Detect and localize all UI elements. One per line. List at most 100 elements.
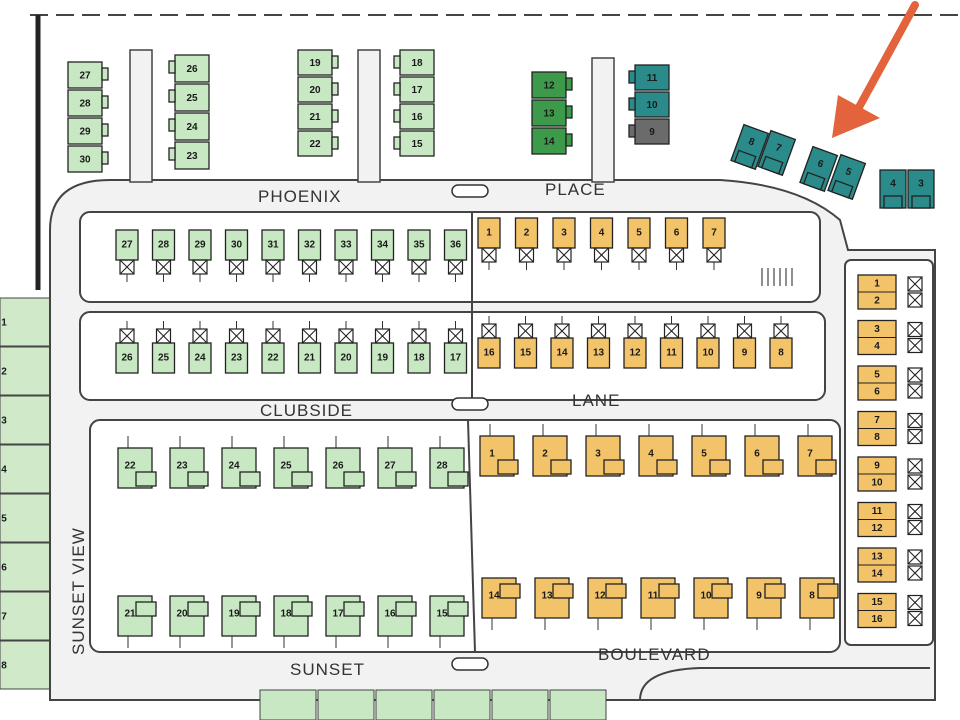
lot-number: 19	[377, 353, 389, 364]
duplex-lot: 20	[334, 321, 358, 374]
lot-number: 6	[754, 449, 760, 460]
single-family-lot: 20	[169, 595, 209, 648]
lot-number: 26	[121, 353, 133, 364]
lot-number: 28	[158, 240, 170, 251]
townhouse-lot: 29	[67, 117, 109, 145]
lot-number: 8	[809, 591, 815, 602]
street-label-lane: LANE	[572, 391, 620, 410]
garage-marker	[907, 412, 923, 429]
duplex-lot: 31	[261, 229, 285, 282]
lot-number: 29	[79, 127, 91, 138]
duplex-lot: 1	[477, 217, 501, 270]
lot-number: 2	[874, 296, 880, 307]
garage-marker	[668, 247, 685, 263]
garage-marker	[907, 458, 923, 474]
street-label-phoenix: PHOENIX	[258, 187, 342, 206]
duplex-lot: 27	[115, 229, 139, 282]
single-family-lot: 15	[429, 595, 469, 648]
lot-number: 16	[483, 348, 495, 359]
lot-number: 5	[636, 228, 642, 239]
garage-marker	[907, 292, 923, 308]
single-family-lot: 25	[273, 436, 313, 489]
garage-marker	[517, 323, 534, 339]
lot-number: 4	[874, 341, 880, 352]
street-label-sunset-view: SUNSET VIEW	[69, 527, 88, 655]
townhouse-lot: 20	[297, 76, 339, 103]
parcel	[549, 689, 607, 720]
townhouse-lot: 19	[297, 49, 339, 76]
lot-number: 11	[647, 73, 658, 84]
single-family-lot: 26	[325, 436, 365, 489]
single-family-lot: 23	[169, 436, 209, 489]
single-family-lot: 21	[117, 595, 157, 648]
paired-lot: 910	[857, 456, 923, 492]
lot-number: 15	[871, 597, 883, 608]
lot-number: 1	[874, 279, 880, 290]
paired-lot: 78	[857, 410, 923, 447]
lot-number: 1	[486, 228, 492, 239]
duplex-lot: 3	[552, 217, 576, 270]
townhouse-lot: 23	[168, 141, 210, 170]
lot-number: 23	[176, 461, 188, 472]
lot-number: 20	[176, 609, 188, 620]
duplex-lot: 12	[623, 316, 647, 369]
lot-number: 4	[1, 465, 7, 476]
lot-number: 14	[543, 137, 555, 148]
single-family-lot: 10	[693, 577, 733, 630]
single-family-lot: 14	[481, 577, 521, 630]
townhouse-lot: 14	[531, 127, 573, 155]
lot-number: 11	[666, 348, 677, 359]
lot-number: 7	[711, 228, 717, 239]
street-label-place: PLACE	[545, 180, 606, 199]
lot-number: 9	[756, 591, 762, 602]
lot-number: 11	[872, 506, 883, 517]
duplex-lot: 23	[224, 321, 249, 374]
lot-number: 21	[124, 609, 136, 620]
townhouse-lot: 25	[168, 83, 210, 112]
duplex-lot: 15	[513, 316, 538, 369]
townhouse-lot: 11	[628, 64, 670, 91]
lot-number: 16	[871, 614, 883, 625]
lot-number: 6	[874, 387, 880, 398]
lot-number: 22	[124, 461, 136, 472]
lot-number: 8	[874, 432, 880, 443]
parcel	[433, 689, 491, 720]
duplex-lot: 33	[334, 229, 358, 282]
single-family-lot: 16	[377, 595, 417, 648]
lot-number: 16	[411, 112, 423, 123]
lot-number: 3	[918, 179, 924, 190]
lot-number: 25	[158, 353, 170, 364]
lot-number: 15	[411, 139, 423, 150]
garage-marker	[119, 328, 135, 344]
street-label-boulevard: BOULEVARD	[598, 645, 711, 664]
single-family-lot: 28	[429, 436, 469, 489]
townhouse-lot: 9	[628, 118, 670, 145]
duplex-lot: 30	[224, 229, 249, 282]
lot-number: 25	[280, 461, 292, 472]
single-family-lot: 27	[377, 436, 417, 489]
lot-number: 24	[228, 461, 240, 472]
lot-number: 19	[228, 609, 240, 620]
garage-marker	[907, 610, 923, 627]
townhouse-lot-teal: 8	[730, 123, 770, 171]
townhouse-lot: 26	[168, 54, 210, 83]
duplex-lot: 4	[589, 217, 614, 270]
duplex-lot: 10	[696, 316, 720, 369]
lot-number: 15	[436, 609, 448, 620]
lot-number: 8	[1, 661, 7, 672]
lot-number: 14	[556, 348, 568, 359]
garage-marker	[907, 383, 923, 399]
lot-number: 28	[79, 99, 91, 110]
lot-number: 3	[874, 324, 880, 335]
townhouse-lot: 16	[393, 103, 435, 130]
townhouse-lot: 30	[67, 145, 109, 173]
lot-number: 34	[377, 240, 389, 251]
garage-marker	[907, 321, 923, 338]
lot-number: 12	[594, 591, 606, 602]
street-labels: PHOENIX PLACE CLUBSIDE LANE SUNSET BOULE…	[69, 180, 711, 679]
lot-number: 10	[871, 478, 883, 489]
garage-marker	[907, 367, 923, 383]
townhouse-lot: 24	[168, 112, 210, 141]
